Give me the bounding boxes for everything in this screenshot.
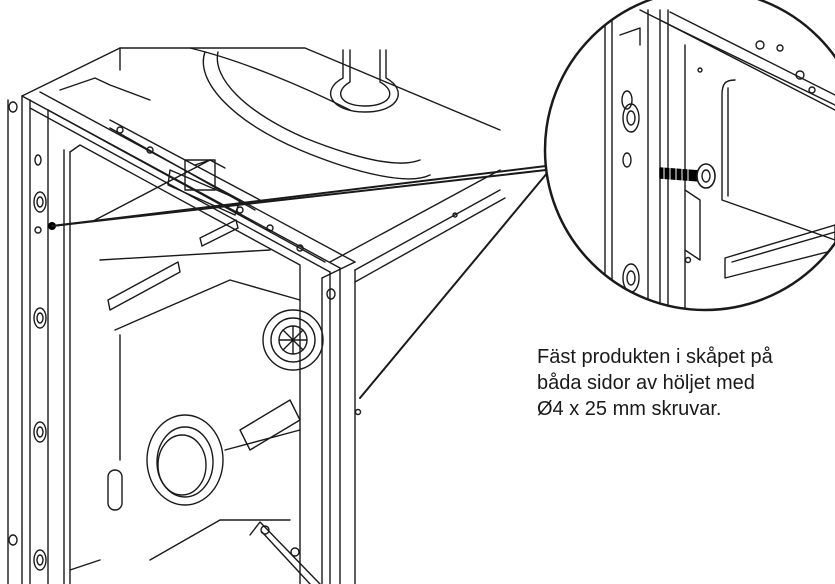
appliance-housing-drawing: [7, 47, 506, 584]
instruction-caption: Fäst produkten i skåpet på båda sidor av…: [537, 344, 827, 422]
callout-leader-lines: [51, 165, 549, 399]
instruction-line-2: båda sidor av höljet med: [537, 372, 755, 394]
screw-detail-magnifier: [543, 0, 835, 312]
instruction-line-3: Ø4 x 25 mm skruvar.: [537, 398, 722, 420]
screw-icon: [659, 163, 716, 189]
instruction-line-1: Fäst produkten i skåpet på: [537, 346, 773, 368]
left-post-holes: [8, 101, 336, 571]
